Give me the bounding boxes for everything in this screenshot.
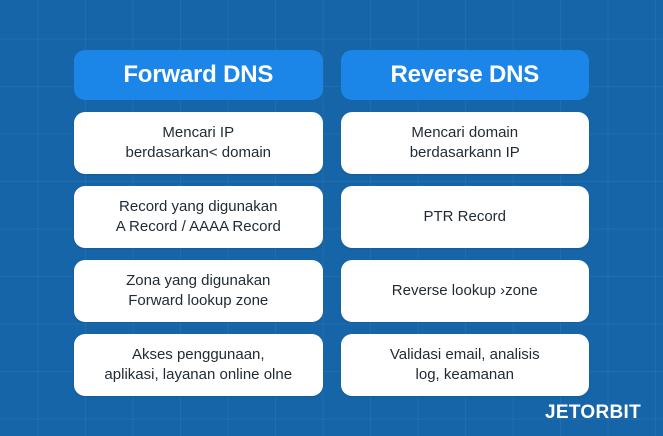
card-reverse-usage: Validasi email, analisis log, keamanan [340,334,589,396]
column-header-forward-dns: Forward DNS [74,50,323,100]
card-forward-usage: Akses penggunaan, aplikasi, layanan onli… [74,334,323,396]
column-reverse-dns: Reverse DNS Mencari domain berdasarkann … [340,50,589,396]
brand-logo-jetorbit: JETORBIT [544,402,641,423]
card-reverse-record-type: PTR Record [340,186,589,248]
card-forward-zone: Zona yang digunakan Forward lookup zone [74,260,323,322]
column-header-reverse-dns: Reverse DNS [340,50,589,100]
column-forward-dns: Forward DNS Mencari IP berdasarkan< doma… [74,50,323,396]
card-reverse-zone: Reverse lookup ›zone [340,260,589,322]
card-forward-record-type: Record yang digunakan A Record / AAAA Re… [74,186,323,248]
comparison-columns: Forward DNS Mencari IP berdasarkan< doma… [74,50,589,396]
card-forward-definition: Mencari IP berdasarkan< domain [74,112,323,174]
card-reverse-definition: Mencari domain berdasarkann IP [340,112,589,174]
